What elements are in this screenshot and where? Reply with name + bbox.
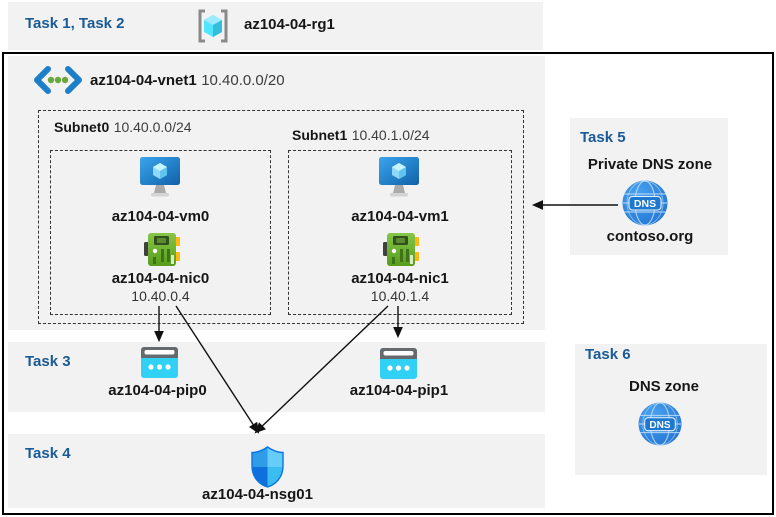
subnet0-title: Subnet0 10.40.0.0/24 — [54, 119, 192, 137]
virtual-machine-icon — [379, 157, 419, 197]
private-dns-zone-title: Private DNS zone — [587, 156, 713, 173]
vnet-panel — [8, 56, 545, 330]
nic0-ip: 10.40.0.4 — [131, 288, 190, 304]
subnet0-name: Subnet0 — [54, 119, 110, 135]
vnet-title: az104-04-vnet1 10.40.0.0/20 — [90, 72, 285, 90]
task3-panel — [8, 342, 545, 412]
vm1-label: az104-04-vm1 — [351, 208, 449, 225]
task6-label: Task 6 — [585, 346, 631, 363]
public-ip-icon — [380, 348, 417, 379]
vm0-label: az104-04-vm0 — [111, 208, 210, 225]
svg-text:DNS: DNS — [649, 420, 670, 431]
subnet0-box — [50, 150, 271, 315]
network-interface-icon — [144, 233, 180, 266]
task5-label: Task 5 — [580, 129, 626, 146]
nic0-label: az104-04-nic0 — [111, 270, 210, 287]
pip0-label: az104-04-pip0 — [108, 382, 207, 399]
task1-2-label: Task 1, Task 2 — [25, 15, 125, 32]
task3-label: Task 3 — [25, 353, 71, 370]
subnet1-cidr: 10.40.1.0/24 — [351, 127, 430, 143]
nic1-ip: 10.40.1.4 — [370, 288, 430, 304]
nic1-label: az104-04-nic1 — [351, 270, 449, 287]
subnet1-title: Subnet1 10.40.1.0/24 — [292, 127, 430, 145]
contoso-org-label: contoso.org — [606, 228, 694, 245]
task1-2-panel — [8, 2, 543, 50]
subnet1-box — [288, 150, 512, 315]
nsg-label: az104-04-nsg01 — [202, 486, 313, 503]
vnet-name: az104-04-vnet1 — [90, 72, 197, 89]
nsg-shield-icon — [251, 446, 284, 488]
resource-group-label: az104-04-rg1 — [244, 16, 335, 33]
network-interface-icon — [383, 233, 419, 266]
svg-text:DNS: DNS — [634, 198, 656, 210]
task4-label: Task 4 — [25, 445, 71, 462]
vnet-cidr: 10.40.0.0/20 — [201, 72, 285, 89]
public-ip-icon — [141, 347, 178, 378]
resource-group-icon — [198, 9, 228, 43]
dns-globe-icon: DNS — [638, 402, 682, 446]
subnet1-name: Subnet1 — [292, 127, 348, 143]
virtual-machine-icon — [140, 157, 180, 197]
dns-zone-title: DNS zone — [628, 378, 699, 395]
dns-globe-icon: DNS — [622, 180, 668, 226]
pip1-label: az104-04-pip1 — [349, 382, 449, 399]
subnet0-cidr: 10.40.0.0/24 — [113, 119, 192, 135]
virtual-network-icon — [34, 66, 82, 94]
